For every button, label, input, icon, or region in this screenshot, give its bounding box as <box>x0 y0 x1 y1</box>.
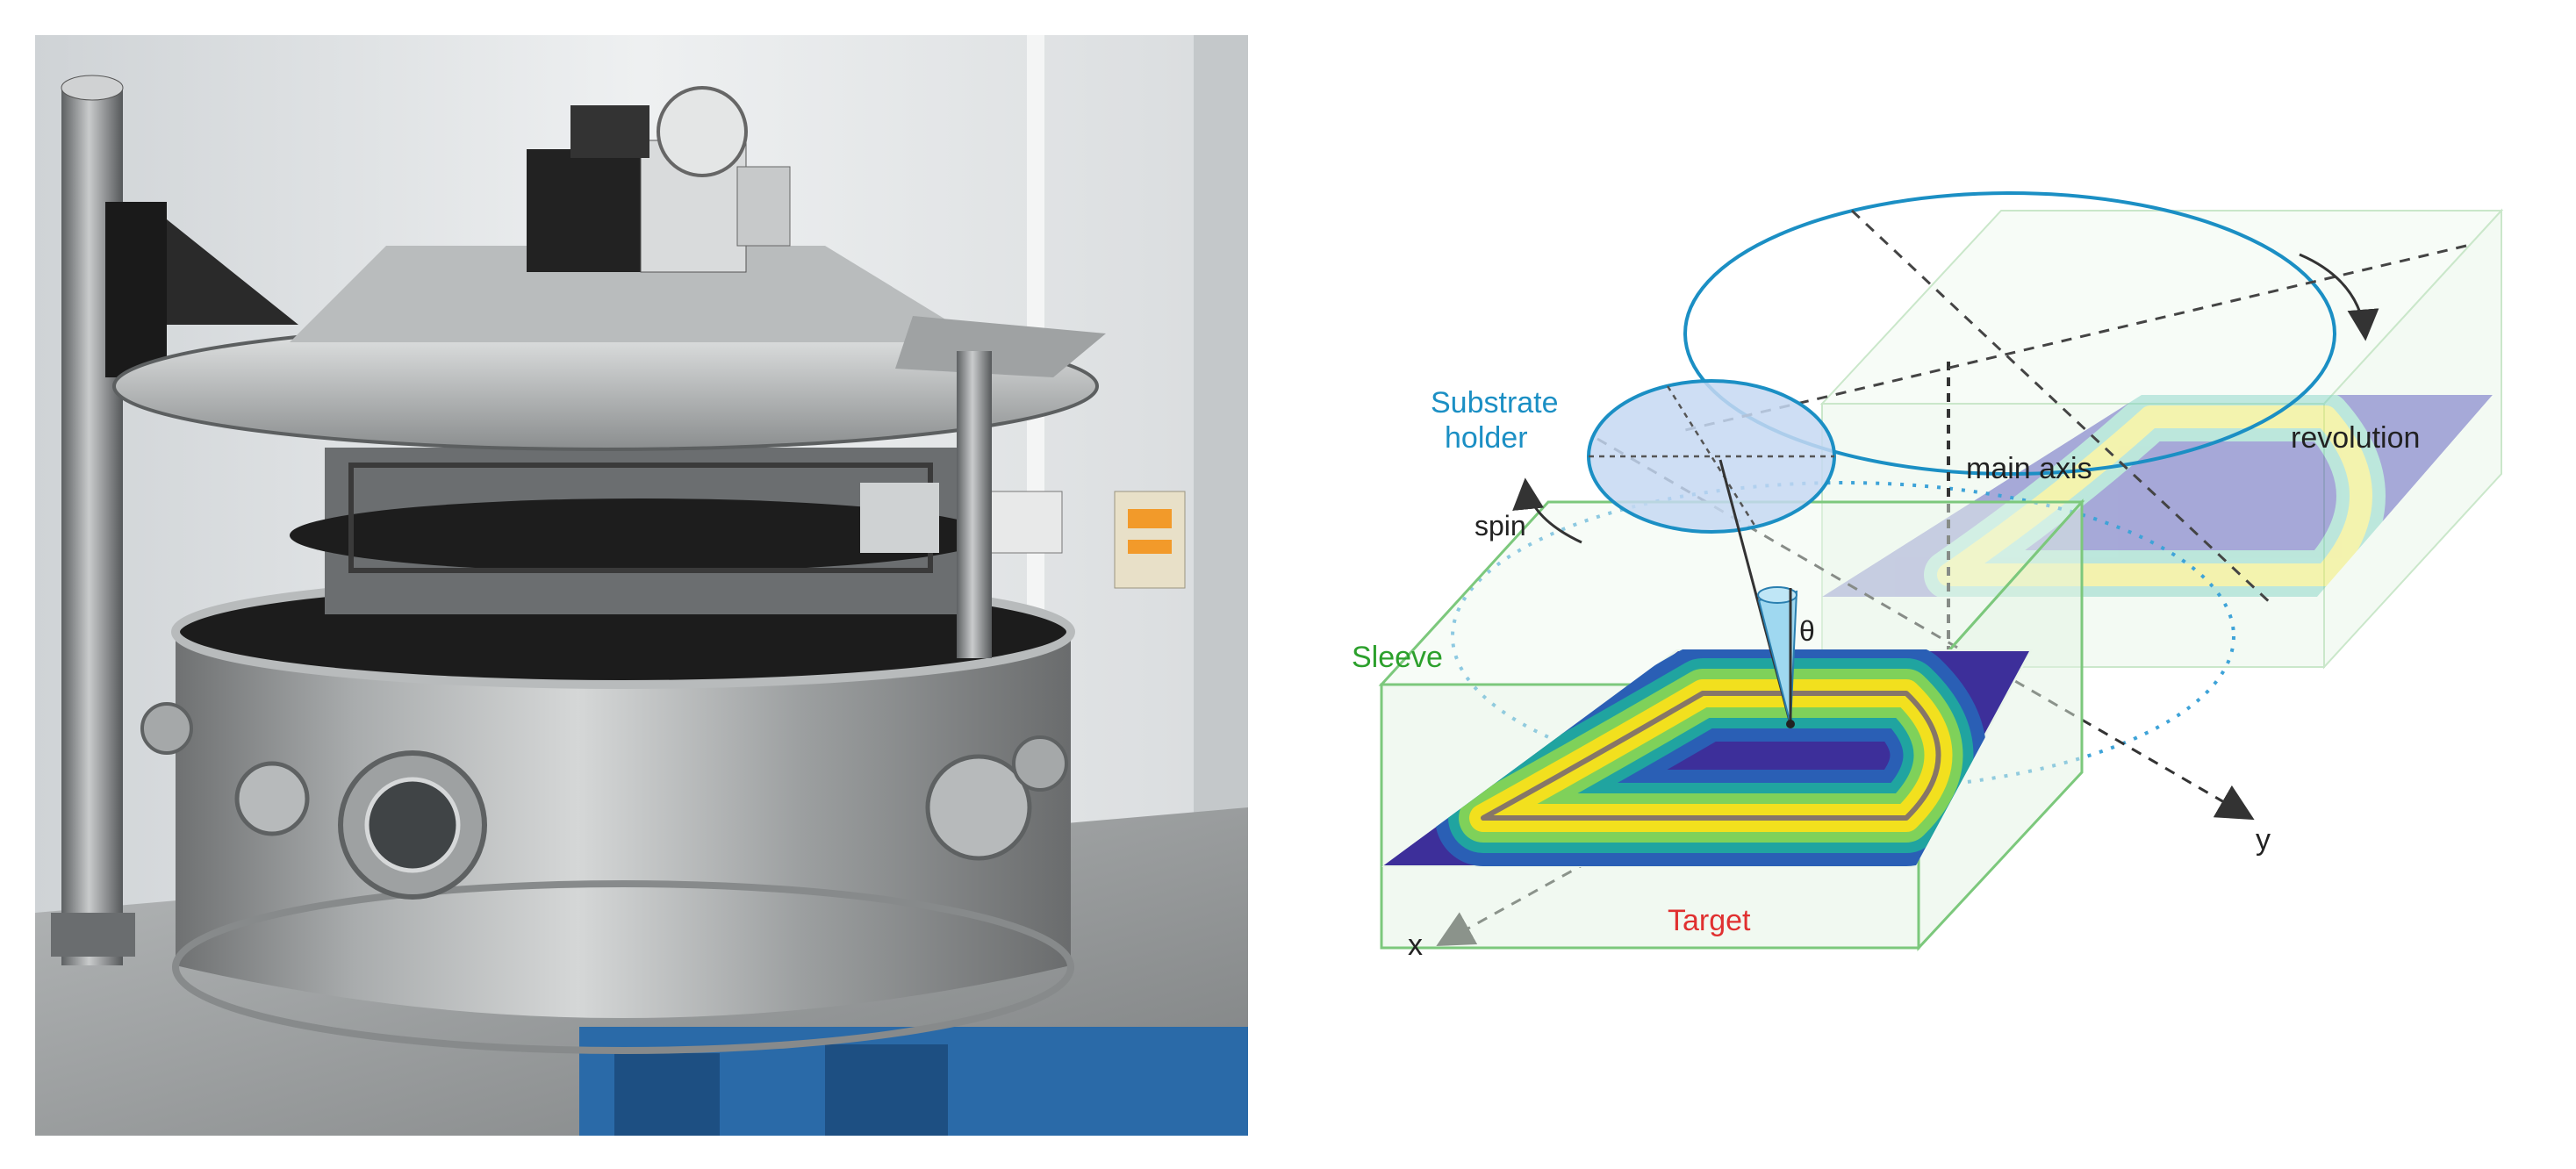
substrate-holder-label-line1: Substrate <box>1431 386 1559 420</box>
revolution-label: revolution <box>2291 421 2420 455</box>
chamber-photo-drawing <box>35 35 1248 1136</box>
substrate-holder-label-line2: holder <box>1445 421 1528 455</box>
x-axis-label: x <box>1408 929 1423 962</box>
sleeve-label: Sleeve <box>1352 641 1443 674</box>
chamber-photo <box>35 35 1248 1136</box>
theta-label: θ <box>1799 615 1815 647</box>
main-axis-label: main axis <box>1966 452 2092 485</box>
spin-label: spin <box>1475 510 1526 541</box>
substrate-holder-disk <box>1587 379 1836 534</box>
ghost-target-erosion <box>1822 395 2493 597</box>
target-erosion-track <box>1381 649 2033 867</box>
sputtering-geometry-diagram: Substrate holder spin Sleeve main axis r… <box>1334 176 2563 983</box>
diagram-canvas: Substrate holder spin Sleeve main axis r… <box>1352 191 2504 962</box>
spin-arrow <box>1512 477 1582 544</box>
sleeve-orbit-dotted-circle <box>1451 481 2235 792</box>
target-label: Target <box>1668 904 1751 937</box>
revolution-arrow <box>2299 253 2379 341</box>
emission-cone <box>1719 459 1798 728</box>
y-axis-label: y <box>2256 823 2271 857</box>
revolution-orbit-ellipse <box>1683 191 2336 476</box>
